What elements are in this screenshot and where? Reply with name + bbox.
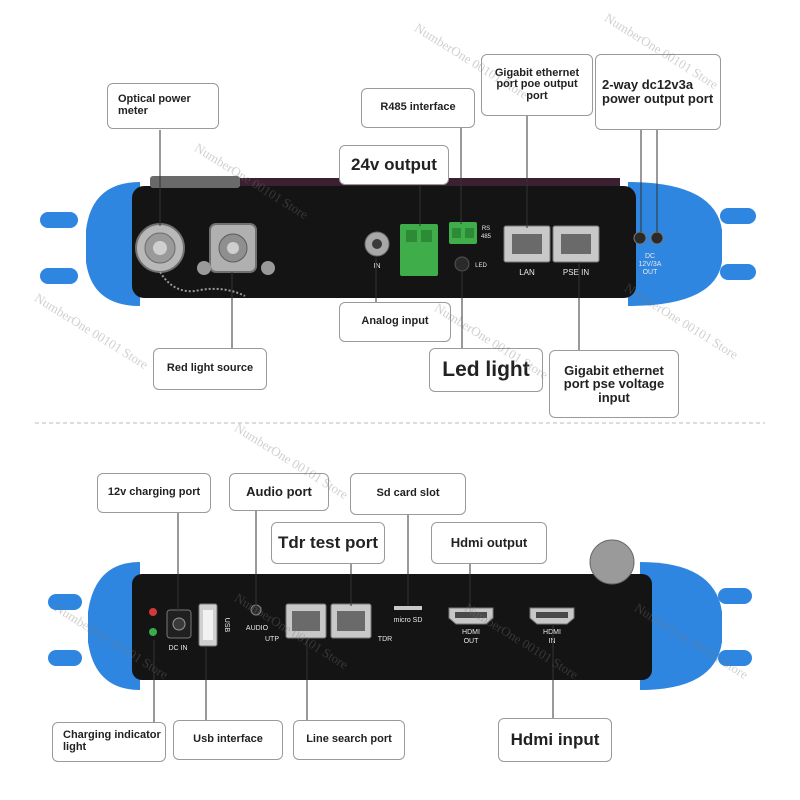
callout-red-light-source: Red light source bbox=[153, 348, 267, 390]
hdmi-out-port: HDMI OUT bbox=[448, 607, 494, 645]
dc-output-jacks: DC 12V/3A OUT bbox=[633, 231, 664, 276]
callout-usb-interface: Usb interface bbox=[173, 720, 283, 760]
micro-sd-label: micro SD bbox=[394, 617, 423, 624]
callout-24v-output: 24v output bbox=[339, 145, 449, 185]
hdmi-in-label-2: IN bbox=[549, 638, 556, 645]
hdmi-in-label-1: HDMI bbox=[543, 629, 561, 636]
bottom-device: DC IN USB AUDIO UTP TDR micro SD bbox=[48, 510, 752, 722]
lan-label: LAN bbox=[519, 268, 535, 277]
top-left-bumper bbox=[40, 182, 140, 306]
dc-out-label: OUT bbox=[643, 269, 659, 276]
dc-in-jack: DC IN bbox=[166, 609, 192, 652]
callout-r485-interface: R485 interface bbox=[361, 88, 475, 128]
callout-dc-power-output: 2-way dc12v3a power output port bbox=[595, 54, 721, 130]
callout-led-light: Led light bbox=[429, 348, 543, 392]
callout-audio-port: Audio port bbox=[229, 473, 329, 511]
pse-in-port: PSE IN bbox=[552, 225, 600, 277]
utp-label: UTP bbox=[265, 636, 279, 643]
hdmi-out-label-2: OUT bbox=[464, 638, 480, 645]
top-right-bumper bbox=[628, 182, 756, 306]
hdmi-in-port: HDMI IN bbox=[529, 607, 575, 645]
callout-gigabit-poe-output: Gigabit ethernet port poe output port bbox=[481, 54, 593, 116]
micro-sd-slot: micro SD bbox=[394, 606, 423, 624]
hdmi-out-label-1: HDMI bbox=[462, 629, 480, 636]
rs485-terminal: RS 485 bbox=[449, 222, 492, 244]
v24-terminal-block bbox=[400, 224, 438, 276]
led-indicator: LED bbox=[454, 256, 488, 272]
callout-optical-power-meter: Optical power meter bbox=[107, 83, 219, 129]
callout-charging-port: 12v charging port bbox=[97, 473, 211, 513]
rs485-label-b: 485 bbox=[481, 234, 492, 240]
bottom-right-bumper bbox=[640, 562, 752, 690]
callout-sd-card-slot: Sd card slot bbox=[350, 473, 466, 515]
bottom-leader-lines bbox=[153, 510, 554, 722]
callout-charging-indicator: Charging indicator light bbox=[52, 722, 166, 762]
dc-rating-label: 12V/3A bbox=[639, 261, 662, 268]
top-knob bbox=[589, 539, 635, 585]
dust-cap-chain bbox=[159, 271, 246, 297]
callout-gigabit-pse-input: Gigabit ethernet port pse voltage input bbox=[549, 350, 679, 418]
bottom-left-bumper bbox=[48, 562, 140, 690]
callout-line-search-port: Line search port bbox=[293, 720, 405, 760]
callout-analog-input: Analog input bbox=[339, 302, 451, 342]
utp-port: UTP bbox=[265, 603, 327, 643]
red-light-source-port bbox=[197, 223, 275, 275]
dc-label: DC bbox=[645, 253, 655, 260]
usb-label: USB bbox=[223, 618, 230, 633]
bnc-analog-input-port: IN bbox=[364, 231, 390, 270]
callout-tdr-test-port: Tdr test port bbox=[271, 522, 385, 564]
led-label: LED bbox=[475, 263, 487, 269]
callout-hdmi-output: Hdmi output bbox=[431, 522, 547, 564]
bnc-in-label: IN bbox=[374, 263, 381, 270]
usb-port: USB bbox=[198, 603, 230, 647]
lan-port: LAN bbox=[503, 225, 551, 277]
charging-indicator-leds bbox=[149, 608, 157, 636]
pse-in-label: PSE IN bbox=[563, 268, 589, 277]
top-button-strip bbox=[150, 176, 240, 188]
audio-label: AUDIO bbox=[246, 625, 269, 632]
tdr-port: TDR bbox=[330, 603, 392, 643]
tdr-label: TDR bbox=[378, 636, 392, 643]
dc-in-label: DC IN bbox=[168, 645, 187, 652]
top-leader-lines bbox=[159, 116, 658, 350]
bottom-device-body bbox=[132, 574, 652, 680]
optical-power-meter-port bbox=[135, 223, 185, 273]
callout-hdmi-input: Hdmi input bbox=[498, 718, 612, 762]
rs485-label-a: RS bbox=[482, 226, 490, 232]
